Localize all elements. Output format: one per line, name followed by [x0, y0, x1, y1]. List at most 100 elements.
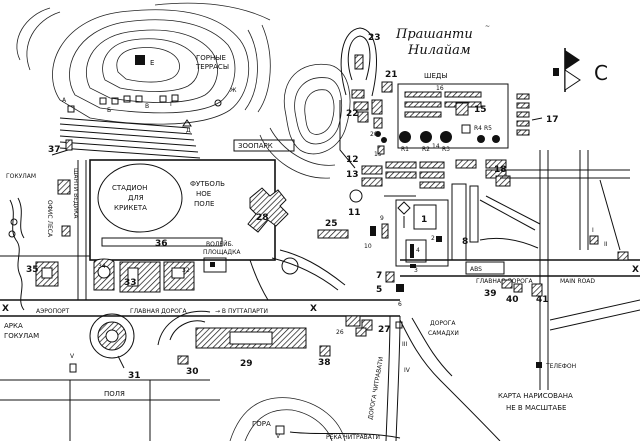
number-37: 37 — [48, 145, 61, 155]
svg-text:V: V — [276, 433, 281, 440]
label-telefon: ТЕЛЕФОН — [545, 363, 576, 370]
marker-v: В — [145, 103, 149, 110]
number-13: 13 — [346, 170, 359, 180]
number-r2: R2 — [422, 146, 430, 153]
north-arrow-icon: С — [553, 48, 608, 92]
number-15: 15 — [474, 105, 487, 115]
marker-e: Е — [150, 59, 154, 67]
building-gokulam — [57, 179, 71, 195]
number-8: 8 — [462, 237, 468, 247]
number-21: 21 — [385, 70, 398, 80]
label-reka-chitravati: РЕКА ЧИТРАВАТИ — [326, 434, 380, 441]
buildings-19-20: 20 19 — [351, 89, 387, 158]
building-29: 29 — [195, 327, 307, 369]
number-36: 36 — [155, 239, 168, 249]
number-41: 41 — [536, 295, 549, 305]
building-group-32-34: 34 33 32 — [93, 258, 195, 293]
label-futbol-1: ФУТБОЛЬ — [190, 180, 225, 188]
label-stadion-1: СТАДИОН — [112, 184, 147, 192]
number-4: 4 — [416, 247, 420, 254]
marker-iii: III — [402, 341, 408, 348]
map-title-line-2: Нилайам — [407, 43, 471, 58]
svg-text:X: X — [2, 304, 9, 314]
phone-icon — [536, 362, 542, 368]
label-futbol-2: НОЕ — [196, 190, 211, 198]
buildings-26-27-38: 27 26 38 — [318, 315, 391, 368]
number-r1: R1 — [401, 146, 409, 153]
terrace-steps — [59, 117, 201, 159]
number-10: 10 — [364, 243, 372, 250]
label-shedy: ШЕДЫ — [424, 72, 448, 80]
label-doroga-chitravati: ДОРОГА ЧИТРАВАТИ — [367, 356, 385, 420]
label-arka-1: АРКА — [4, 322, 23, 330]
label-arka-2: ГОКУЛАМ — [4, 332, 39, 340]
marker-iv: IV — [404, 367, 411, 374]
map-title-line-1: Прашанти — [395, 27, 473, 42]
label-abs: ABS — [470, 266, 482, 273]
number-r5: R5 — [484, 125, 492, 132]
number-23: 23 — [368, 33, 381, 43]
label-stadion-2: ДЛЯ — [128, 194, 144, 202]
label-voleib-2: ПЛОЩАДКА — [203, 249, 241, 256]
building-28: 28 — [247, 187, 289, 233]
sports-grounds: СТАДИОН ДЛЯ КРИКЕТА ФУТБОЛЬ НОЕ ПОЛЕ 36 … — [89, 159, 276, 273]
number-14: 14 — [432, 143, 440, 150]
hill-contours — [16, 2, 351, 179]
label-glavnaya-doroga-bottom: ГЛАВНАЯ ДОРОГА — [130, 308, 187, 315]
roundabout — [281, 257, 299, 275]
number-20: 20 — [370, 131, 378, 138]
building-35: 35 — [26, 261, 59, 287]
label-stadion-3: КРИКЕТА — [114, 204, 147, 212]
building-8 — [451, 183, 467, 261]
marker-i: I — [592, 227, 594, 234]
label-ofis-lesa: ОФИС ЛЕСА — [46, 200, 53, 238]
zoo-box — [233, 139, 295, 152]
svg-text:~: ~ — [485, 23, 490, 30]
label-main-road: MAIN ROAD — [560, 278, 595, 285]
marker-zh: Ж — [230, 87, 237, 94]
building-17: 17 — [516, 93, 559, 136]
number-12: 12 — [346, 155, 359, 165]
samadhi-road: ДОРОГА САМАДХИ III — [395, 317, 501, 441]
marker-v-roman-left: V — [70, 353, 75, 360]
label-gokulam-top: ГОКУЛАМ — [6, 173, 36, 180]
svg-text:X: X — [310, 304, 317, 314]
north-letter: С — [594, 61, 608, 85]
label-voleib-1: ВОЛЕЙБ. — [206, 241, 234, 248]
number-r3: R3 — [442, 146, 450, 153]
label-aeroport: АЭРОПОРТ — [36, 308, 69, 315]
building-ofis-lesa — [61, 225, 71, 237]
number-29: 29 — [240, 359, 253, 369]
label-polya: ПОЛЯ — [104, 390, 125, 398]
label-karta-2: НЕ В МАСШТАБЕ — [506, 404, 566, 412]
label-gora: ГОРА — [252, 420, 271, 428]
number-7: 7 — [376, 271, 382, 281]
number-31: 31 — [128, 371, 141, 381]
marker-a: А — [62, 97, 67, 104]
label-doroga-samadhi-1: ДОРОГА — [430, 320, 456, 327]
label-shanti-vedika: ШАНТИ ВЕДИКА — [72, 168, 79, 219]
marker-d: Д — [186, 127, 191, 134]
number-40: 40 — [506, 295, 519, 305]
label-karta-1: КАРТА НАРИСОВАНА — [498, 392, 573, 400]
label-puttaparti: → В ПУТТАПАРТИ — [215, 308, 268, 315]
label-zoopark: ЗООПАРК — [238, 142, 273, 150]
building-15 — [455, 102, 469, 116]
number-33: 33 — [124, 278, 137, 288]
mandir-complex: 1 4 3 2 — [395, 199, 449, 274]
main-road-right: ABS ГЛАВНАЯ ДОРОГА MAIN ROAD X — [400, 259, 640, 285]
bottom-terrain: ПОЛЯ ГОРА V РЕКА ЧИТРАВАТИ — [0, 379, 401, 441]
number-26: 26 — [336, 329, 344, 336]
number-39: 39 — [484, 289, 497, 299]
number-32: 32 — [182, 267, 190, 274]
svg-text:X: X — [632, 265, 639, 275]
number-3: 3 — [414, 267, 418, 274]
building-11 — [349, 189, 363, 203]
label-futbol-3: ПОЛЕ — [194, 200, 214, 208]
building-25 — [317, 229, 349, 239]
label-gornye-terrasy-1: ГОРНЫЕ — [196, 54, 226, 62]
number-30: 30 — [186, 367, 199, 377]
building-30 — [177, 355, 189, 365]
marker-b: Б — [107, 107, 111, 114]
